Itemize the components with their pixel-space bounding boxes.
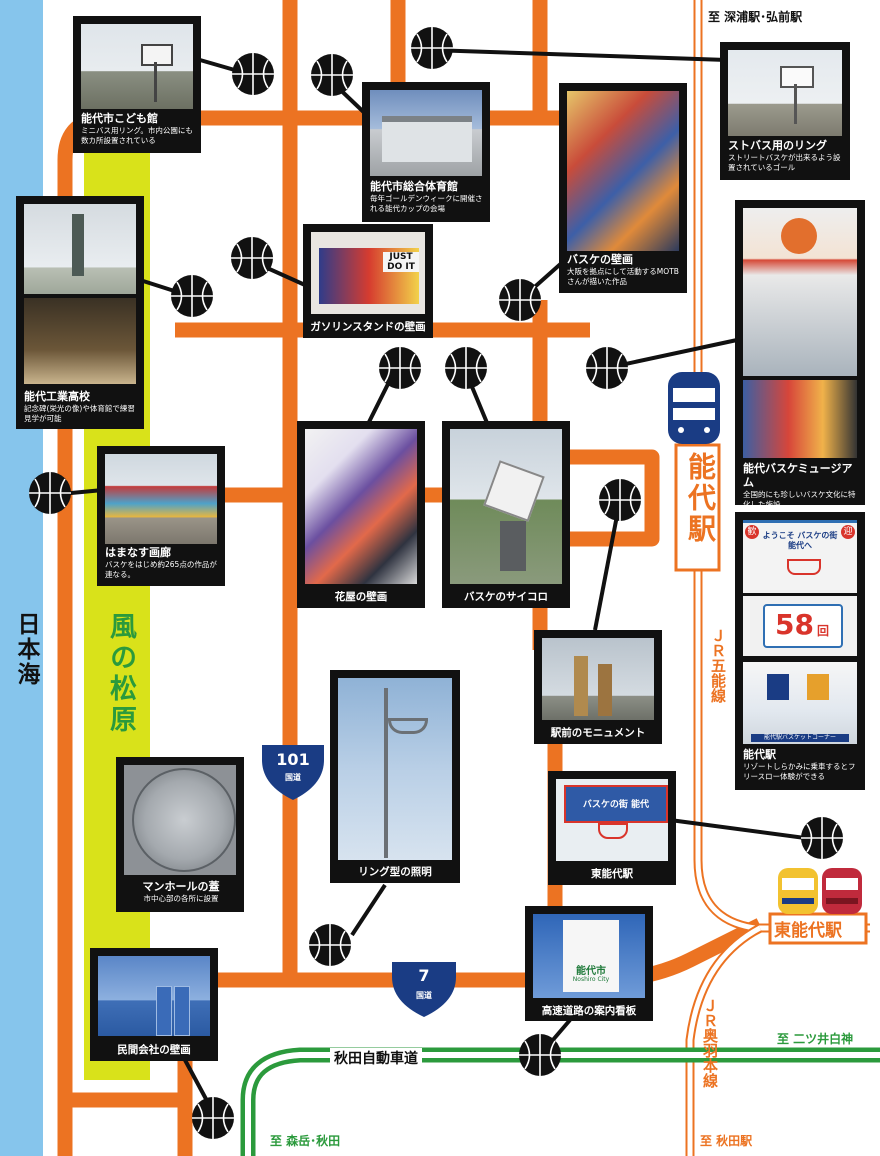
spot-card-basket-museum[interactable]: 能代バスケミュージアム全国的にも珍しいバスケ文化に特化した施設 (735, 200, 865, 509)
higashi-noshiro-station-box (768, 912, 868, 945)
basketball-icon (800, 816, 844, 860)
basketball-icon (230, 236, 274, 280)
direction-akita-station: 至 秋田駅 (700, 1134, 753, 1148)
expressway-line (240, 1047, 880, 1156)
basket-corner-sign: 能代駅バスケットコーナー (751, 734, 849, 742)
spot-card-street-hoop[interactable]: ストバス用のリングストリートバスケが出来るよう設置されているゴール (720, 42, 850, 180)
basketball-icon (410, 26, 454, 70)
noshiro-station-label: 能代駅 (684, 452, 717, 545)
spot-card-hamanasu-gallery[interactable]: はまなす画廊バスケをはじめ約265点の作品が連なる。 (97, 446, 225, 586)
welcome-gei-mark: 迎 (841, 525, 855, 539)
photo-station-welcome-sign: 歓 迎 ようこそ バスケの街 能代へ (743, 520, 857, 593)
higashi-sign-text: バスケの街 能代 (582, 800, 650, 810)
basketball-icon (28, 471, 72, 515)
welcome-kan-mark: 歓 (745, 525, 759, 539)
spot-card-station-monument[interactable]: 駅前のモニュメント (534, 630, 662, 744)
jr-ou-line-label: ＪＲ奥羽本線 (701, 998, 719, 1088)
direction-fukaura: 至 深浦駅･弘前駅 (708, 10, 803, 24)
basketball-icon (585, 346, 629, 390)
photo-free-throw-counter: 58 回 (743, 596, 857, 656)
spot-card-kodomokan[interactable]: 能代市こども館ミニバス用リング。市内公園にも数カ所設置されている (73, 16, 201, 153)
highway-sign-city-name: 能代市 (576, 966, 606, 977)
photo-gymnasium (370, 90, 482, 176)
welcome-basket-text: ようこそ バスケの街 能代へ (762, 531, 838, 550)
photo-hoop-streetlight (338, 678, 452, 860)
route-101-word: 国道 (285, 773, 301, 782)
photo-hamanasu-gallery (105, 454, 217, 544)
spot-card-company-mural[interactable]: 民間会社の壁画 (90, 948, 218, 1061)
spot-card-hoop-streetlight[interactable]: リング型の照明 (330, 670, 460, 883)
photo-museum-mural (743, 380, 857, 458)
photo-statue-of-glory (24, 204, 136, 294)
higashi-noshiro-station-label: 東能代駅 (774, 921, 842, 941)
spot-card-gymnasium[interactable]: 能代市総合体育館毎年ゴールデンウィークに開催される能代カップの会場 (362, 82, 490, 222)
basketball-icon (444, 346, 488, 390)
photo-motb-mural (567, 91, 679, 251)
direction-futatsui: 至 二ツ井白神 (777, 1032, 854, 1046)
jr-rail-lines (685, 0, 870, 1156)
jr-gono-line-label: ＪＲ五能線 (709, 628, 727, 703)
photo-higashi-noshiro-sign: バスケの街 能代 (556, 779, 668, 861)
photo-highway-sign: 能代市 Noshiro City (533, 914, 645, 998)
spot-card-noshiro-station[interactable]: 歓 迎 ようこそ バスケの街 能代へ 58 回 能代駅バスケットコーナー 能代駅… (735, 512, 865, 790)
spot-card-flower-shop-mural[interactable]: 花屋の壁画 (297, 421, 425, 608)
forest-label: 風の松原 (105, 612, 136, 736)
photo-gas-station-mural: JUST DO IT (311, 232, 425, 314)
photo-street-hoop (728, 50, 842, 136)
route-7-shield (392, 962, 456, 1017)
sea-strip (0, 0, 43, 1156)
sea-label: 日本海 (13, 612, 39, 687)
photo-museum-storefront (743, 208, 857, 376)
noshiro-station-box (674, 443, 721, 572)
photo-basket-dice (450, 429, 562, 584)
photo-station-monument (542, 638, 654, 720)
photo-basket-corner: 能代駅バスケットコーナー (743, 662, 857, 744)
expressway-label: 秋田自動車道 (330, 1048, 422, 1068)
basketball-icon (518, 1033, 562, 1077)
photo-trophy-case (24, 298, 136, 384)
spot-card-higashi-noshiro-station[interactable]: バスケの街 能代 東能代駅 (548, 771, 676, 885)
basketball-icon (498, 278, 542, 322)
basketball-icon (170, 274, 214, 318)
free-throw-count-unit: 回 (817, 624, 830, 638)
route-7-number: 7 (418, 966, 430, 985)
route-7-word: 国道 (416, 991, 432, 1000)
leader-lines (49, 48, 821, 1113)
spot-card-noshiro-tech-high[interactable]: 能代工業高校記念碑(栄光の像)や体育館で練習見学が可能 (16, 196, 144, 429)
basketball-icon (598, 478, 642, 522)
spot-card-highway-sign[interactable]: 能代市 Noshiro City 高速道路の案内看板 (525, 906, 653, 1021)
spot-card-gas-station-mural[interactable]: JUST DO IT ガソリンスタンドの壁画 (303, 224, 433, 338)
highway-sign-city-name-en: Noshiro City (572, 976, 610, 983)
train-icon-noshiro (668, 372, 720, 444)
train-icon-east-b (822, 868, 862, 914)
route-101-shield (262, 745, 324, 800)
basketball-icon (310, 53, 354, 97)
basketball-icon (231, 52, 275, 96)
spot-card-manhole-cover[interactable]: マンホールの蓋市中心部の各所に設置 (116, 757, 244, 912)
route-101-number: 101 (276, 750, 310, 769)
photo-company-silo-mural (98, 956, 210, 1036)
photo-manhole-cover (124, 765, 236, 875)
direction-moritake: 至 森岳･秋田 (270, 1134, 341, 1148)
just-do-it-sign: JUST DO IT (383, 252, 419, 272)
spot-card-basket-dice[interactable]: バスケのサイコロ (442, 421, 570, 608)
basketball-icon (378, 346, 422, 390)
spot-card-motb-mural[interactable]: バスケの壁画大阪を拠点にして活動するMOTBさんが描いた作品 (559, 83, 687, 293)
train-icon-east-a (778, 868, 818, 914)
basketball-icon (191, 1096, 235, 1140)
basketball-icon (308, 923, 352, 967)
photo-mini-basket-hoop (81, 24, 193, 109)
free-throw-count: 58 (775, 608, 814, 641)
photo-flower-shop-mural (305, 429, 417, 584)
